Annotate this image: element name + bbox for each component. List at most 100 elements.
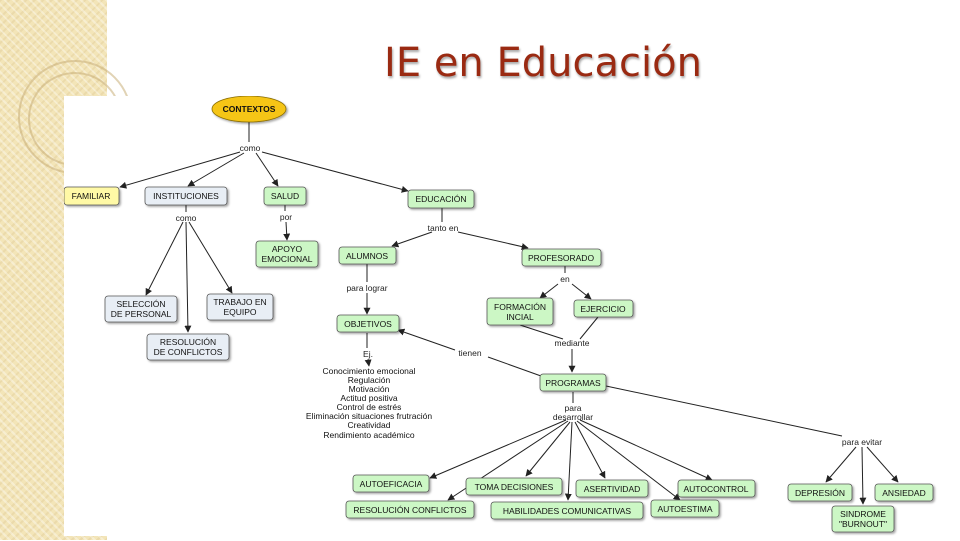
node-formacion-label-2: INCIAL xyxy=(506,312,534,322)
node-formacion-shape xyxy=(486,297,554,326)
link-mediante: mediante xyxy=(555,338,590,348)
node-resolucion-conflictos-label: RESOLUCIÓN CONFLICTOS xyxy=(353,505,467,515)
node-instituciones-label: INSTITUCIONES xyxy=(153,191,219,201)
node-autoeficacia-shape xyxy=(352,474,430,493)
link-para-lograr: para lograr xyxy=(346,283,387,293)
node-seleccion-label-2: DE PERSONAL xyxy=(111,309,172,319)
edges xyxy=(119,122,899,505)
node-ansiedad-shape xyxy=(874,483,934,502)
slide-title: IE en Educación xyxy=(384,40,702,86)
edge-como-salud xyxy=(255,152,279,187)
concept-map: como como por tanto en para lograr Ej. e… xyxy=(63,95,934,533)
edge-des-asertividad xyxy=(574,421,606,479)
objetivos-list-item: Motivación xyxy=(349,384,390,394)
node-autoeficacia-label: AUTOEFICACIA xyxy=(360,479,423,489)
node-resolucion-shape xyxy=(146,333,230,361)
link-labels: como como por tanto en para lograr Ej. e… xyxy=(176,143,883,447)
objetivos-list-item: Control de estrés xyxy=(337,402,402,412)
node-salud-label: SALUD xyxy=(271,191,299,201)
edge-ejercicio-mediante xyxy=(579,316,599,340)
objetivos-list-item: Conocimiento emocional xyxy=(322,366,415,376)
link-por: por xyxy=(280,212,292,222)
node-sindrome: SINDROME "BURNOUT" xyxy=(831,505,895,533)
node-apoyo-label-2: EMOCIONAL xyxy=(261,254,312,264)
node-trabajo-label-2: EQUIPO xyxy=(223,307,256,317)
edge-programas-tienen xyxy=(487,356,542,377)
node-trabajo-label-1: TRABAJO EN xyxy=(213,297,266,307)
objetivos-list-item: Regulación xyxy=(348,375,391,385)
node-resolucion-conflictos-shape xyxy=(345,500,475,519)
node-toma-decisiones-shape xyxy=(465,477,563,496)
node-toma-decisiones: TOMA DECISIONES xyxy=(465,477,563,496)
node-programas-label: PROGRAMAS xyxy=(545,378,601,388)
node-seleccion-shape xyxy=(104,295,178,323)
edge-des-autoestima xyxy=(576,420,681,501)
node-programas: PROGRAMAS xyxy=(539,373,607,392)
edge-como-trabajo xyxy=(188,221,233,294)
link-en: en xyxy=(560,274,570,284)
node-asertividad-shape xyxy=(575,479,649,498)
link-tanto-en: tanto en xyxy=(428,223,459,233)
node-autocontrol-label: AUTOCONTROL xyxy=(683,484,748,494)
link-como-inst: como xyxy=(176,213,197,223)
node-resolucion-label-2: DE CONFLICTOS xyxy=(154,347,223,357)
node-resolucion-conflictos: RESOLUCIÓN CONFLICTOS xyxy=(345,500,475,519)
edge-como-seleccion xyxy=(145,221,184,296)
node-depresion-label: DEPRESIÓN xyxy=(795,488,845,498)
node-autoestima-label: AUTOESTIMA xyxy=(657,504,712,514)
node-salud-shape xyxy=(263,186,307,206)
node-educacion: EDUCACIÓN xyxy=(407,189,475,209)
link-tienen: tienen xyxy=(458,348,481,358)
link-desarrollar: desarrollar xyxy=(553,412,593,422)
node-autoestima: AUTOESTIMA xyxy=(650,499,720,518)
edge-por-apoyo xyxy=(283,221,291,241)
node-habilidades-shape xyxy=(490,501,644,520)
node-alumnos-shape xyxy=(338,246,397,265)
link-como-root: como xyxy=(240,143,261,153)
node-contextos-shape xyxy=(211,95,287,123)
node-resolucion-label-1: RESOLUCIÓN xyxy=(160,337,216,347)
objetivos-list-item: Creatividad xyxy=(348,420,391,430)
node-profesorado: PROFESORADO xyxy=(521,248,602,267)
edge-tanto-profesorado xyxy=(457,231,529,251)
node-familiar-label: FAMILIAR xyxy=(72,191,111,201)
node-asertividad: ASERTIVIDAD xyxy=(575,479,649,498)
objetivos-list-item: Actitud positiva xyxy=(340,393,397,403)
node-profesorado-shape xyxy=(521,248,602,267)
edge-des-toma xyxy=(525,421,571,477)
edge-formacion-mediante xyxy=(519,324,564,340)
node-ejercicio: EJERCICIO xyxy=(573,299,634,318)
link-ej: Ej. xyxy=(363,349,373,359)
node-objetivos: OBJETIVOS xyxy=(336,314,400,333)
node-programas-shape xyxy=(539,373,607,392)
node-alumnos: ALUMNOS xyxy=(338,246,397,265)
node-instituciones: INSTITUCIONES xyxy=(144,186,228,206)
node-asertividad-label: ASERTIVIDAD xyxy=(584,484,641,494)
node-sindrome-shape xyxy=(831,505,895,533)
node-ejercicio-label: EJERCICIO xyxy=(580,304,626,314)
node-objetivos-shape xyxy=(336,314,400,333)
node-familiar-shape xyxy=(63,186,120,206)
node-apoyo-label-1: APOYO xyxy=(272,244,303,254)
edge-programas-evitar xyxy=(605,385,843,437)
objetivos-list-item: Eliminación situaciones frutración xyxy=(306,411,432,421)
node-contextos: CONTEXTOS xyxy=(211,95,287,123)
node-trabajo: TRABAJO EN EQUIPO xyxy=(206,293,274,321)
node-objetivos-label: OBJETIVOS xyxy=(344,319,392,329)
link-para-evitar: para evitar xyxy=(842,437,882,447)
node-depresion-shape xyxy=(787,483,853,502)
node-profesorado-label: PROFESORADO xyxy=(528,253,595,263)
concept-map-canvas: como como por tanto en para lograr Ej. e… xyxy=(63,95,960,536)
node-resolucion: RESOLUCIÓN DE CONFLICTOS xyxy=(146,333,230,361)
edge-como-resolucion xyxy=(184,221,192,333)
edge-des-autocontrol xyxy=(579,419,713,481)
node-autoeficacia: AUTOEFICACIA xyxy=(352,474,430,493)
node-formacion: FORMACIÓN INCIAL xyxy=(486,297,554,326)
link-para: para xyxy=(564,403,581,413)
node-autocontrol-shape xyxy=(677,479,756,498)
objetivos-list: Conocimiento emocional Regulación Motiva… xyxy=(306,366,432,440)
node-toma-decisiones-label: TOMA DECISIONES xyxy=(475,482,554,492)
edge-en-formacion xyxy=(539,283,559,299)
edge-evitar-sindrome xyxy=(859,446,867,505)
node-ansiedad: ANSIEDAD xyxy=(874,483,934,502)
